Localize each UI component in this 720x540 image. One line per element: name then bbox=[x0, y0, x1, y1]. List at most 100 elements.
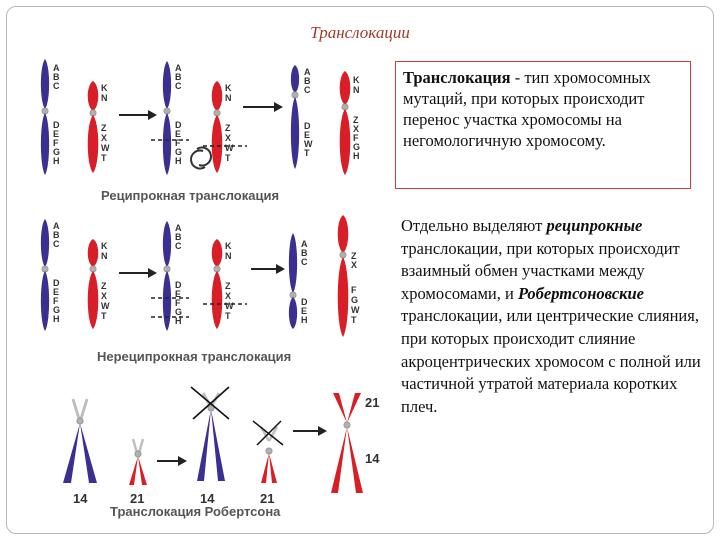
gene-label: H bbox=[175, 316, 182, 326]
gene-label: Z bbox=[225, 123, 231, 133]
gene-label: A bbox=[175, 223, 182, 233]
caption-reciprocal: Реципрокная транслокация bbox=[101, 188, 279, 203]
gene-label: T bbox=[225, 311, 231, 321]
gene-label: D bbox=[175, 280, 182, 290]
short-arm bbox=[79, 398, 89, 420]
gene-label: G bbox=[351, 295, 358, 305]
gene-label: T bbox=[225, 153, 231, 163]
gene-label: B bbox=[304, 76, 311, 86]
chromosome-arm bbox=[339, 71, 351, 105]
chromosome-arm bbox=[211, 115, 223, 173]
gene-label: T bbox=[351, 315, 357, 325]
gene-label: H bbox=[53, 156, 60, 166]
chromosome-arm bbox=[40, 113, 50, 175]
gene-label: D bbox=[175, 120, 182, 130]
gene-label: G bbox=[353, 142, 360, 152]
label-14: 14 bbox=[365, 451, 380, 466]
gene-label: Z bbox=[101, 123, 107, 133]
chromosome-arm bbox=[162, 271, 172, 331]
arrow-head bbox=[148, 110, 157, 120]
gene-label: F bbox=[175, 138, 181, 148]
gene-label: H bbox=[53, 314, 60, 324]
chromatid bbox=[138, 456, 147, 485]
gene-label: K bbox=[101, 241, 108, 251]
chromatid bbox=[347, 393, 361, 423]
gene-label: F bbox=[351, 285, 357, 295]
gene-label: Z bbox=[225, 281, 231, 291]
details-p3: транслокации, или центрические слияния, … bbox=[401, 306, 701, 416]
gene-label: G bbox=[175, 147, 182, 157]
chromatid bbox=[333, 393, 347, 423]
gene-label: T bbox=[304, 148, 310, 158]
gene-label: C bbox=[175, 81, 182, 91]
gene-label: D bbox=[53, 120, 60, 130]
cross-line bbox=[192, 386, 230, 420]
slide-title: Транслокации bbox=[310, 23, 410, 42]
gene-label: F bbox=[53, 138, 59, 148]
gene-label: X bbox=[225, 133, 231, 143]
label-21: 21 bbox=[365, 395, 379, 410]
caption-robertson: Транслокация Робертсона bbox=[110, 504, 281, 519]
details-p2: транслокации, при которых происходит вза… bbox=[401, 238, 680, 303]
definition-term: Транслокация bbox=[403, 68, 511, 87]
chromosome-arm bbox=[87, 81, 99, 111]
definition-box: Транслокация - тип хромосомных мутаций, … bbox=[395, 61, 691, 189]
gene-label: W bbox=[101, 143, 110, 153]
chromosome-arm bbox=[339, 109, 351, 175]
gene-label: W bbox=[225, 301, 234, 311]
gene-label: B bbox=[301, 248, 308, 258]
gene-label: Z bbox=[353, 115, 359, 125]
gene-label: G bbox=[53, 147, 60, 157]
chromosome-arm bbox=[211, 271, 223, 329]
gene-label: A bbox=[301, 239, 308, 249]
chromosome-arm bbox=[40, 219, 50, 267]
gene-label: W bbox=[101, 301, 110, 311]
gene-label: H bbox=[301, 315, 308, 325]
gene-label: F bbox=[353, 133, 359, 143]
chromatid bbox=[347, 427, 363, 493]
gene-label: F bbox=[175, 298, 181, 308]
details-paragraph: Отдельно выделяют реципрокные транслокац… bbox=[401, 215, 701, 418]
gene-label: N bbox=[225, 93, 232, 103]
chromatid bbox=[211, 409, 225, 481]
gene-label: W bbox=[225, 143, 234, 153]
chromosome-arm bbox=[290, 65, 300, 93]
arrow-head bbox=[318, 426, 327, 436]
gene-label: N bbox=[101, 251, 108, 261]
gene-label: B bbox=[175, 72, 182, 82]
centromere bbox=[265, 447, 273, 455]
cross-line bbox=[256, 420, 282, 446]
chromatid bbox=[80, 423, 97, 483]
gene-label: A bbox=[175, 63, 182, 73]
gene-label: Z bbox=[101, 281, 107, 291]
chromosome-arm bbox=[87, 115, 99, 173]
term-reciprocal: реципрокные bbox=[546, 216, 643, 235]
short-arm bbox=[131, 438, 139, 454]
translocation-diagram: ABCDEFGHKNZXWTABCDEFGHKNZXWTABCDEWTKNZXF… bbox=[40, 59, 380, 519]
chromatid bbox=[63, 423, 80, 483]
gene-label: C bbox=[53, 81, 60, 91]
chromosome-arm bbox=[162, 113, 172, 175]
chromosome-arm bbox=[211, 239, 223, 267]
short-arm bbox=[267, 426, 279, 442]
chromosome-arm bbox=[40, 59, 50, 109]
chromosome-arm bbox=[162, 61, 172, 109]
gene-label: Z bbox=[351, 251, 357, 261]
chromosome-arm bbox=[288, 233, 298, 293]
gene-label: X bbox=[351, 260, 357, 270]
chromatid bbox=[197, 409, 211, 481]
gene-label: B bbox=[175, 232, 182, 242]
chromosome-arm bbox=[337, 215, 349, 253]
gene-label: N bbox=[225, 251, 232, 261]
gene-label: E bbox=[175, 289, 181, 299]
arrow-head bbox=[178, 456, 187, 466]
chromosome-arm bbox=[40, 271, 50, 331]
gene-label: B bbox=[53, 230, 60, 240]
gene-label: A bbox=[304, 67, 311, 77]
gene-label: C bbox=[175, 241, 182, 251]
gene-label: N bbox=[353, 85, 360, 95]
gene-label: X bbox=[225, 291, 231, 301]
gene-label: H bbox=[353, 151, 360, 161]
chromosome-arm bbox=[87, 271, 99, 329]
